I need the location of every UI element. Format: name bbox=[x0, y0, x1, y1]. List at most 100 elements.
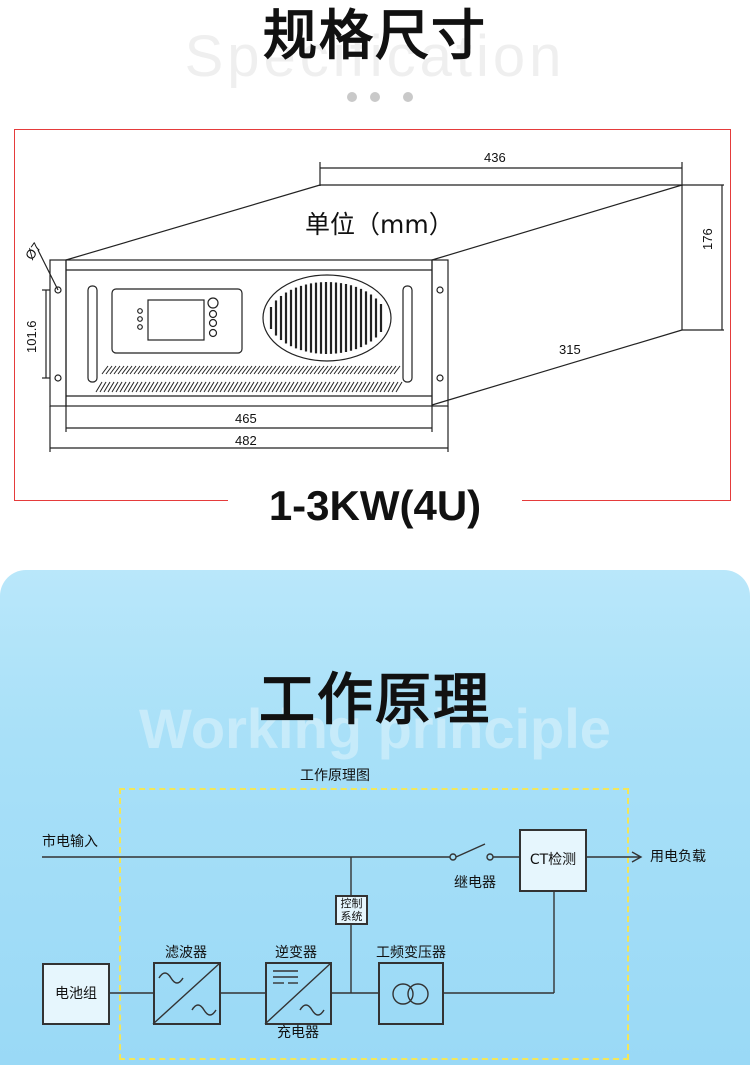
vent-slot bbox=[331, 381, 339, 393]
vent-slot bbox=[213, 365, 221, 375]
vent-slot bbox=[369, 365, 377, 375]
vent-slot bbox=[127, 381, 135, 393]
vent-slot bbox=[125, 365, 133, 375]
vent-slot bbox=[211, 381, 219, 393]
vent-slot bbox=[183, 381, 191, 393]
lcd-screen bbox=[147, 299, 205, 341]
control-system-label-2: 系统 bbox=[340, 910, 363, 923]
working-section-bg bbox=[0, 570, 750, 1065]
vent-slot bbox=[309, 365, 317, 375]
vent-slot bbox=[355, 381, 363, 393]
vent-slot bbox=[333, 365, 341, 375]
vent-slot bbox=[199, 381, 207, 393]
working-title: 工作原理 bbox=[259, 668, 491, 733]
vent-slot bbox=[157, 365, 165, 375]
vent-slot bbox=[345, 365, 353, 375]
load-label: 用电负载 bbox=[650, 849, 706, 865]
grille-slots bbox=[269, 282, 383, 354]
vent-slot bbox=[347, 381, 355, 393]
vent-slot bbox=[249, 365, 257, 375]
vent-slot bbox=[365, 365, 373, 375]
relay-contact bbox=[486, 853, 494, 861]
vent-slot bbox=[235, 381, 243, 393]
bottom-edge-right bbox=[431, 329, 683, 406]
vent-slot bbox=[341, 365, 349, 375]
dashed-boundary bbox=[119, 788, 629, 1060]
caption-bg bbox=[228, 476, 522, 536]
vent-slot bbox=[383, 381, 391, 393]
control-system-label-1: 控制 bbox=[340, 897, 363, 910]
relay-label: 继电器 bbox=[454, 875, 496, 891]
vent-slot bbox=[261, 365, 269, 375]
vent-slot bbox=[279, 381, 287, 393]
vent-slot bbox=[271, 381, 279, 393]
vent-slot bbox=[225, 365, 233, 375]
filter-diagonal bbox=[152, 962, 221, 1025]
vent-slot bbox=[215, 381, 223, 393]
vent-slot bbox=[179, 381, 187, 393]
vent-slot bbox=[141, 365, 149, 375]
vent-slot bbox=[313, 365, 321, 375]
spec-title: 规格尺寸 bbox=[263, 4, 487, 67]
vent-slot bbox=[129, 365, 137, 375]
inverter-label: 逆变器 bbox=[275, 945, 317, 961]
filter-wave bbox=[158, 972, 184, 984]
vent-slot bbox=[159, 381, 167, 393]
vent-slot bbox=[363, 381, 371, 393]
vent-slot bbox=[131, 381, 139, 393]
vent-slot bbox=[375, 381, 383, 393]
spec-watermark: Specification bbox=[184, 24, 566, 89]
vent-slot bbox=[357, 365, 365, 375]
vent-slot bbox=[119, 381, 127, 393]
vent-slot bbox=[153, 365, 161, 375]
vent-slot bbox=[243, 381, 251, 393]
vent-slot bbox=[265, 365, 273, 375]
vent-slot bbox=[287, 381, 295, 393]
vent-slot bbox=[269, 365, 277, 375]
vent-slot bbox=[247, 381, 255, 393]
vent-slot bbox=[99, 381, 107, 393]
vent-slot bbox=[123, 381, 131, 393]
vent-slot bbox=[301, 365, 309, 375]
vent-slot bbox=[181, 365, 189, 375]
vent-slot bbox=[239, 381, 247, 393]
left-handle bbox=[87, 285, 98, 383]
vent-slot bbox=[361, 365, 369, 375]
vent-slot bbox=[113, 365, 121, 375]
transformer-coil bbox=[392, 983, 414, 1005]
transformer-coil bbox=[407, 983, 429, 1005]
vent-slot bbox=[379, 381, 387, 393]
vent-slot bbox=[281, 365, 289, 375]
vent-slot bbox=[259, 381, 267, 393]
vent-slot bbox=[95, 381, 103, 393]
vent-slot bbox=[339, 381, 347, 393]
pager-dot bbox=[403, 92, 413, 102]
vent-slots bbox=[95, 365, 403, 393]
vent-slot bbox=[395, 381, 403, 393]
vent-slot bbox=[273, 365, 281, 375]
vent-slot bbox=[329, 365, 337, 375]
control-system-box bbox=[335, 895, 368, 925]
vent-slot bbox=[169, 365, 177, 375]
vent-slot bbox=[255, 381, 263, 393]
vent-slot bbox=[377, 365, 385, 375]
vent-slot bbox=[195, 381, 203, 393]
relay-contact bbox=[449, 853, 457, 861]
charger-label: 充电器 bbox=[277, 1025, 319, 1041]
diagram-title: 工作原理图 bbox=[300, 768, 370, 784]
vent-slot bbox=[267, 381, 275, 393]
vent-slot bbox=[161, 365, 169, 375]
vent-slot bbox=[299, 381, 307, 393]
pager-dot bbox=[370, 92, 380, 102]
vent-slot bbox=[335, 381, 343, 393]
fan-grille bbox=[262, 274, 392, 362]
vent-slot bbox=[263, 381, 271, 393]
vent-slot bbox=[277, 365, 285, 375]
top-edge-left bbox=[65, 184, 321, 261]
vent-slot bbox=[349, 365, 357, 375]
vent-slot bbox=[387, 381, 395, 393]
vent-slot bbox=[165, 365, 173, 375]
vent-slot bbox=[101, 365, 109, 375]
top-edge-right bbox=[431, 184, 683, 261]
vent-slot bbox=[251, 381, 259, 393]
